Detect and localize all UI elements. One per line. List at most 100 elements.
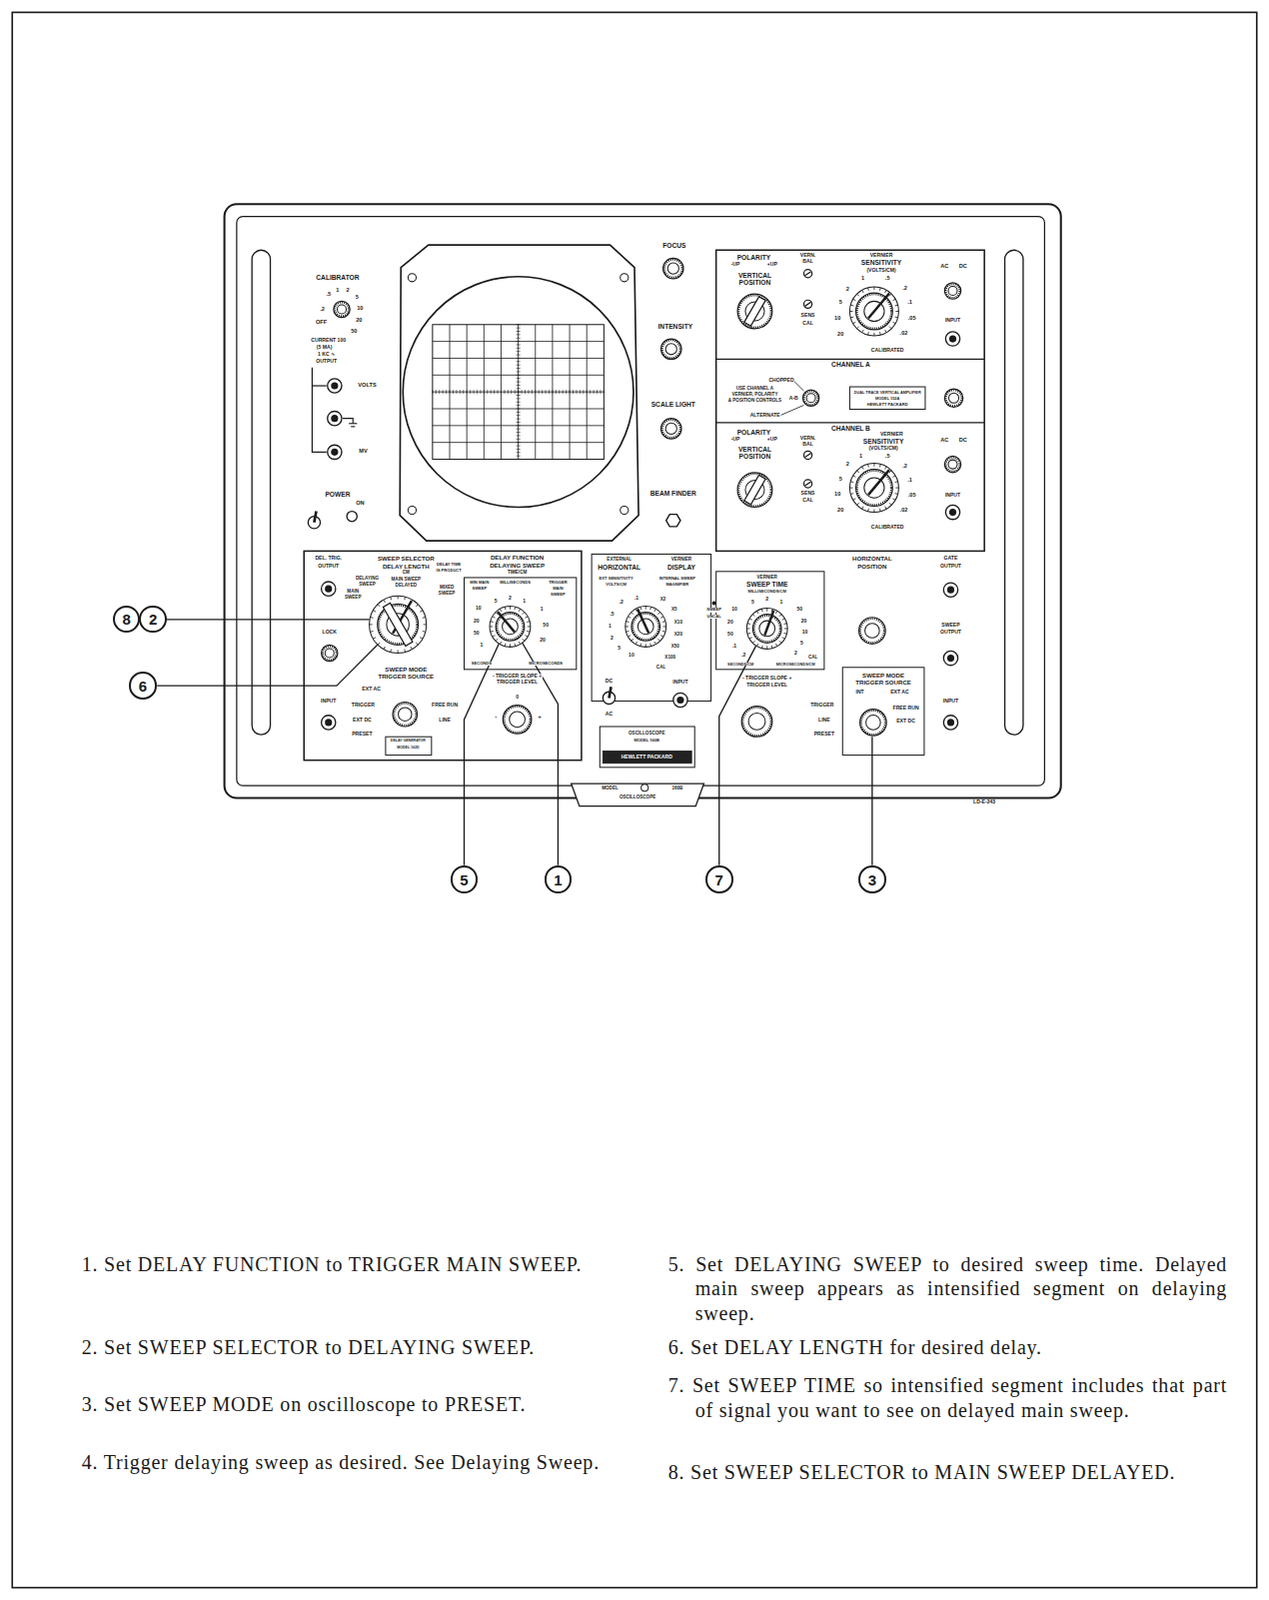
panel-label: SWEEP MODE bbox=[862, 672, 906, 679]
knob-rim bbox=[860, 709, 888, 737]
callout-number: 7 bbox=[705, 865, 734, 894]
output-bracket bbox=[311, 367, 326, 453]
panel-label: CAL bbox=[808, 655, 819, 661]
panel-label: .1 bbox=[907, 477, 913, 484]
dial-skirt bbox=[369, 595, 427, 653]
panel-label: DEL. TRIG. bbox=[314, 556, 342, 562]
dial-pointer bbox=[868, 293, 890, 319]
graticule-tick bbox=[510, 389, 512, 394]
panel-label: .2 bbox=[319, 307, 325, 314]
skirt-tick bbox=[761, 608, 764, 612]
panel-label: SWEEP bbox=[941, 622, 961, 628]
knob-cap bbox=[866, 715, 882, 731]
graticule-tick bbox=[516, 455, 521, 457]
panel-label: CHANNEL A bbox=[831, 361, 871, 369]
skirt-tick bbox=[783, 632, 787, 635]
panel-label: EXT DC bbox=[352, 717, 372, 723]
pilot-lamp bbox=[346, 511, 357, 522]
skirt-ring bbox=[849, 286, 899, 336]
control-knob bbox=[802, 389, 819, 406]
panel-label: X2 bbox=[659, 597, 666, 603]
skirt-tick bbox=[779, 614, 782, 617]
knob-knurl bbox=[804, 390, 819, 405]
callout-text: 1 bbox=[553, 872, 562, 888]
graticule-tick bbox=[507, 389, 509, 394]
knob-rim bbox=[392, 701, 418, 727]
panel-label: 1 bbox=[779, 600, 784, 606]
panel-label: DC bbox=[958, 264, 968, 271]
panel-label: X5 bbox=[671, 607, 678, 613]
panel-label: MICROSECONDS/CM bbox=[775, 662, 816, 667]
jack-hole bbox=[947, 654, 955, 662]
knob-bar bbox=[382, 602, 413, 646]
skirt-tick bbox=[867, 331, 870, 335]
knob-rim bbox=[859, 617, 887, 645]
skirt-tick bbox=[879, 463, 882, 467]
graticule-tick bbox=[516, 333, 521, 335]
control-knob bbox=[944, 282, 961, 299]
graticule-tick bbox=[593, 389, 595, 394]
skirt-tick bbox=[895, 316, 899, 319]
cabinet-frame bbox=[224, 203, 1062, 798]
graticule-tick bbox=[514, 389, 516, 394]
bezel-screw bbox=[620, 505, 629, 514]
screw-slot bbox=[804, 452, 811, 457]
callout-text: 6 bbox=[138, 678, 147, 694]
panel-label: .1 bbox=[907, 299, 913, 306]
leader-line bbox=[156, 644, 378, 686]
dial-skirt bbox=[849, 463, 899, 513]
graticule-tick bbox=[516, 397, 521, 399]
graticule-tick bbox=[516, 343, 521, 345]
panel-label: - TRIGGER SLOPE + bbox=[492, 673, 543, 679]
skirt-tick bbox=[850, 316, 854, 319]
graticule-tick bbox=[466, 389, 468, 394]
jack-socket bbox=[943, 582, 958, 597]
panel-label: VERNIER bbox=[869, 253, 893, 259]
panel-label: .2 bbox=[618, 600, 624, 606]
skirt-tick bbox=[857, 470, 860, 473]
skirt-tick bbox=[895, 487, 899, 489]
panel-label: SENSITIVITY bbox=[862, 438, 904, 446]
panel-label: MAIN bbox=[346, 589, 359, 595]
panel-label: 20 bbox=[355, 317, 363, 324]
skirt-tick bbox=[857, 502, 860, 505]
control-knob bbox=[737, 293, 773, 329]
graticule-tick bbox=[516, 340, 521, 342]
panel-label: 1 bbox=[539, 607, 544, 613]
skirt-tick bbox=[389, 596, 392, 600]
skirt-tick bbox=[422, 616, 426, 619]
panel-label: 10 bbox=[834, 315, 842, 322]
panel-label: SCALE LIGHT bbox=[650, 401, 696, 409]
knob-cap bbox=[509, 711, 526, 728]
panel-label: TRIGGER SOURCE bbox=[377, 673, 434, 680]
skirt-tick bbox=[518, 641, 521, 645]
panel-label: CAL bbox=[802, 498, 814, 504]
panel-label: HORIZONTAL bbox=[597, 563, 642, 571]
jack-hole bbox=[947, 586, 955, 594]
panel-label: LINE bbox=[438, 717, 451, 723]
panel-label: 1 KC ∿ bbox=[317, 352, 336, 358]
graticule-tick bbox=[538, 389, 540, 394]
panel-label: SWEEP bbox=[706, 607, 723, 612]
panel-label: 20 bbox=[727, 619, 734, 625]
panel-label: INPUT bbox=[672, 679, 689, 685]
panel-label: 2 bbox=[765, 597, 770, 603]
graticule-tick bbox=[575, 389, 577, 394]
panel-label: + bbox=[537, 713, 542, 720]
jack-socket bbox=[327, 444, 342, 459]
skirt-ring bbox=[489, 606, 531, 648]
panel-label: - TRIGGER SLOPE + bbox=[742, 675, 793, 681]
skirt-tick bbox=[397, 595, 399, 599]
panel-label: 5 bbox=[354, 294, 359, 301]
skirt-tick bbox=[504, 643, 507, 647]
skirt-tick bbox=[889, 326, 892, 329]
graticule-tick bbox=[572, 389, 574, 394]
skirt-tick bbox=[862, 466, 865, 470]
graticule-tick bbox=[497, 389, 499, 394]
callout-text: 5 bbox=[459, 872, 468, 888]
panel-label: 5 bbox=[617, 646, 622, 652]
panel-label: & POSITION CONTROLS bbox=[727, 398, 782, 404]
panel-label: X10 bbox=[673, 619, 683, 625]
knob-cap bbox=[748, 712, 766, 730]
nameplate bbox=[385, 736, 432, 755]
